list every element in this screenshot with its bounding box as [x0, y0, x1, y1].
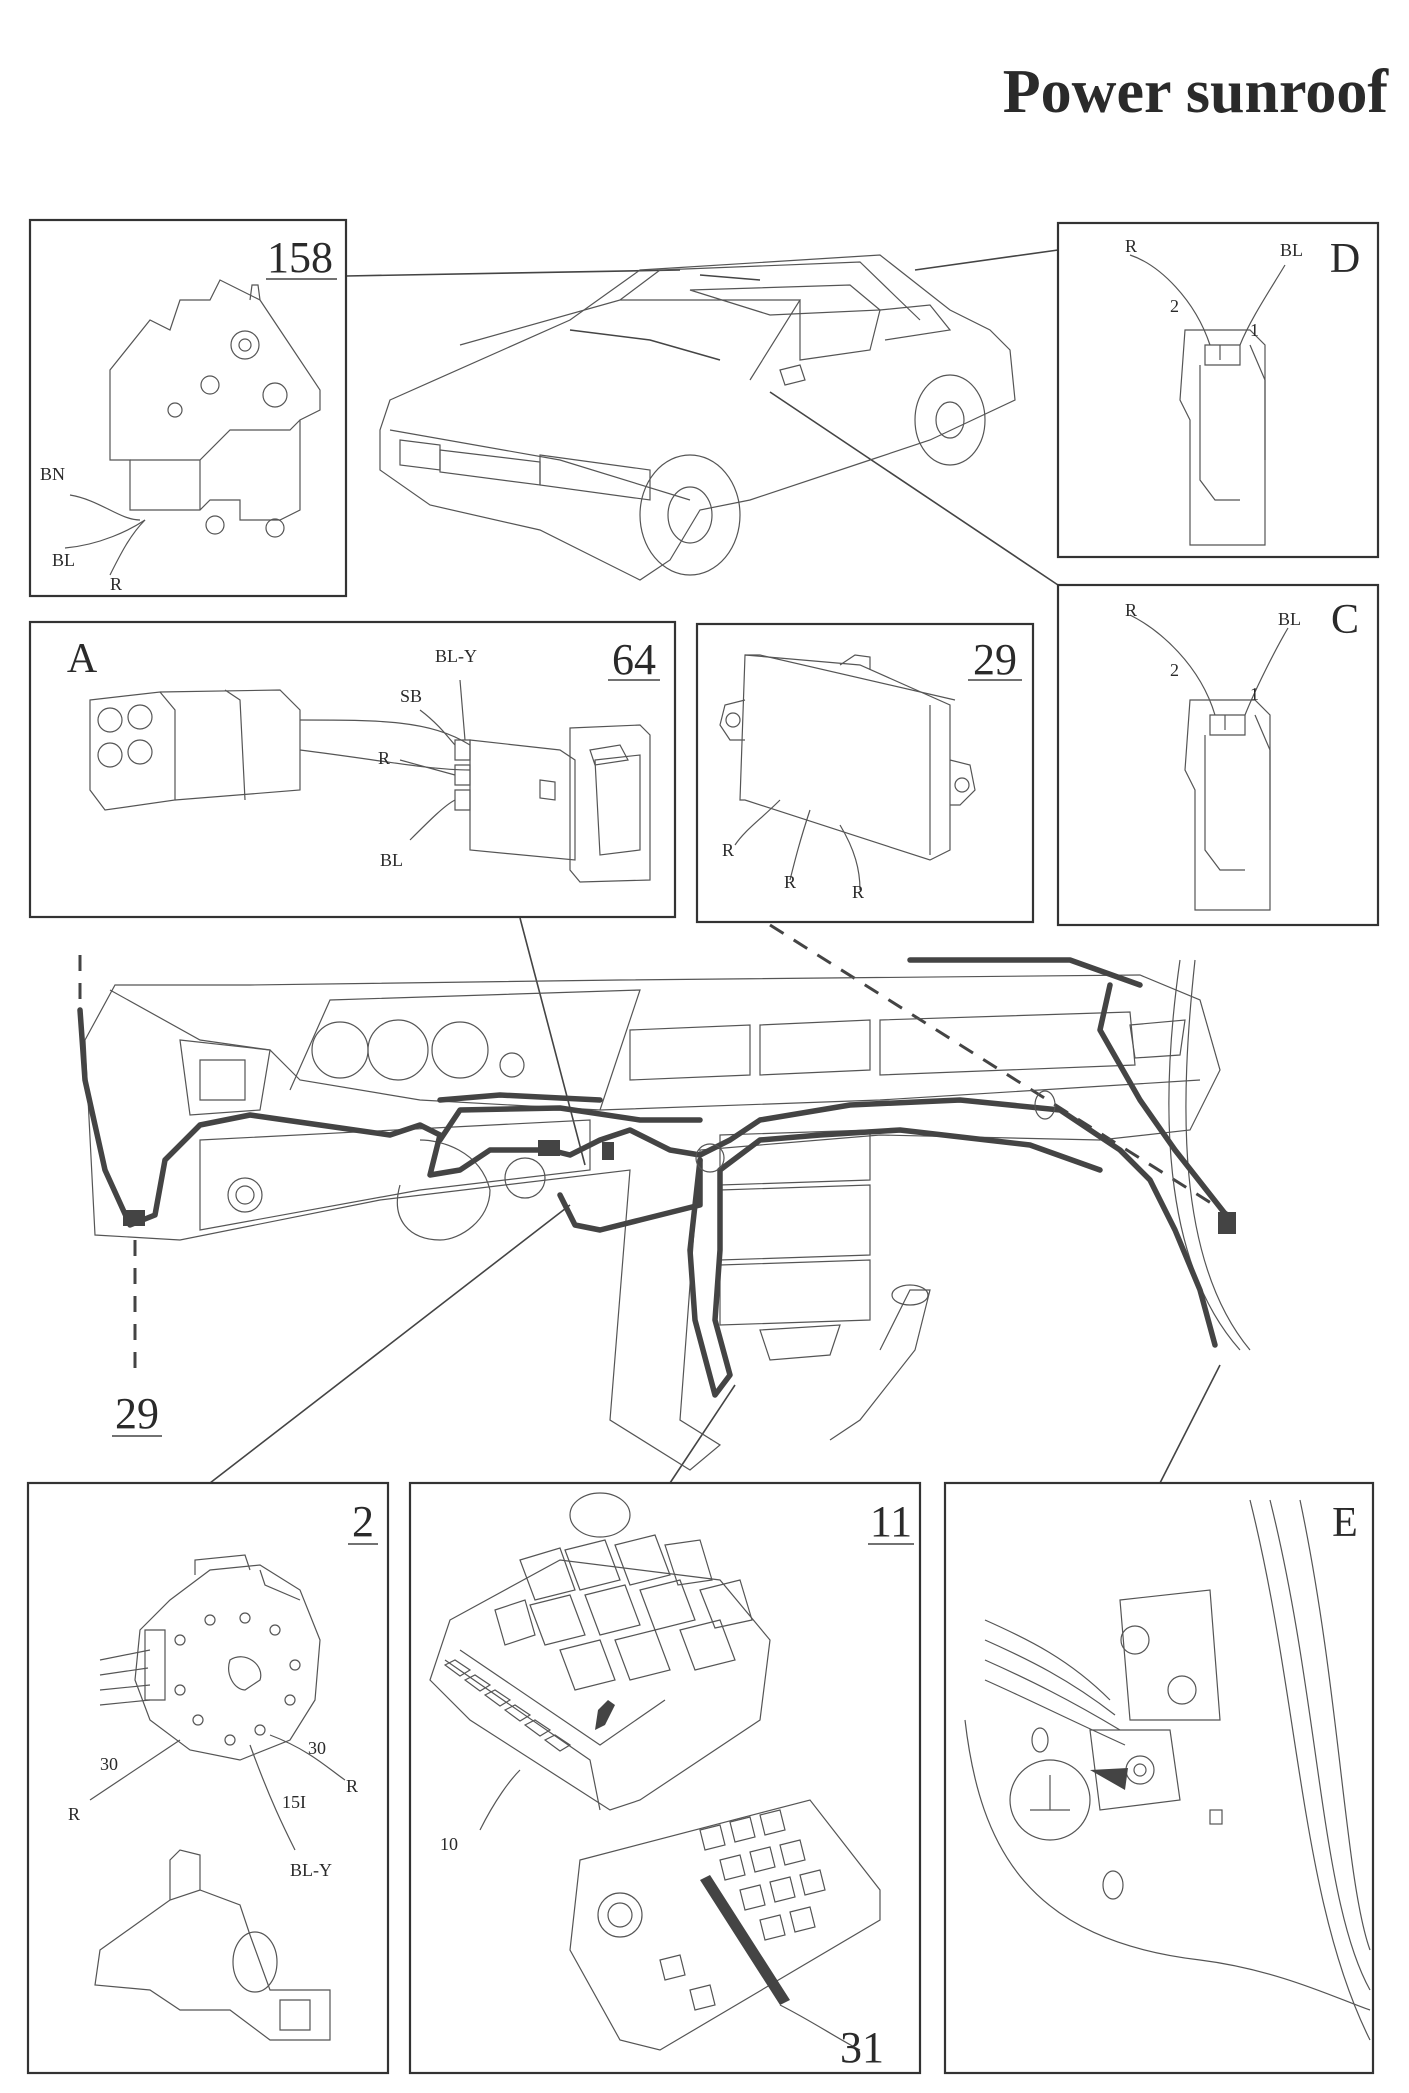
panel-c-label-r: R [1125, 600, 1137, 620]
panel-d-label-1: 1 [1250, 320, 1259, 340]
panel-29-label-r2: R [784, 872, 796, 892]
panel-29-control-unit: 29 R R R [695, 622, 1035, 924]
panel-2-label-15i: 15I [282, 1792, 306, 1812]
panel-d-label-2: 2 [1170, 296, 1179, 316]
panel-a-label-sb: SB [400, 686, 422, 706]
wiring-harness [77, 957, 1236, 1398]
panel-2-label-r-left: R [68, 1804, 80, 1824]
panel-2-label-bl-y: BL-Y [290, 1860, 332, 1880]
dashboard-illustration [84, 959, 1251, 1471]
panel-29-label-r3: R [852, 882, 864, 902]
page-title: Power sunroof [1003, 58, 1390, 126]
callout-lines [78, 249, 1231, 1484]
panel-158-label-r: R [110, 574, 122, 594]
panel-158-sunroof-motor: 158 BN BL R [28, 218, 348, 598]
panel-158-label-bn: BN [40, 464, 65, 484]
panel-158-number: 158 [267, 233, 333, 282]
panel-d-letter: D [1330, 236, 1360, 282]
car-illustration [379, 254, 1016, 581]
panel-c-label-bl: BL [1278, 609, 1301, 629]
panel-2-label-30-left: 30 [100, 1754, 118, 1774]
panel-2-label-30-right: 30 [308, 1738, 326, 1758]
panel-c-letter: C [1331, 597, 1359, 643]
panel-e-letter: E [1332, 1500, 1358, 1546]
panel-e-ground-point: E [943, 1481, 1375, 2075]
panel-2-number: 2 [352, 1497, 374, 1546]
panel-c-label-1: 1 [1250, 684, 1259, 704]
panel-11-fuse-relay-box: 11 10 [408, 1481, 922, 2075]
panel-d-label-bl: BL [1280, 240, 1303, 260]
panel-a-label-bl-y: BL-Y [435, 646, 477, 666]
panel-a-label-bl: BL [380, 850, 403, 870]
panel-d-connector: D R BL 2 1 [1056, 221, 1380, 559]
panel-a-letter: A [67, 636, 98, 682]
panel-2-ignition-switch: 2 30 30 R R 15I BL-Y [26, 1481, 390, 2075]
panel-c-connector: C R BL 2 1 [1056, 583, 1380, 927]
panel-c-label-2: 2 [1170, 660, 1179, 680]
panel-158-label-bl: BL [52, 550, 75, 570]
panel-29-number: 29 [973, 635, 1017, 684]
panel-a-64-sunroof-switch: A 64 BL-Y SB R BL [28, 620, 677, 919]
panel-11-label-31: 31 [840, 2023, 884, 2072]
dash-callout-29: 29 [115, 1389, 159, 1438]
panel-a-label-r: R [378, 748, 390, 768]
panel-64-number: 64 [612, 635, 656, 684]
panel-29-label-r1: R [722, 840, 734, 860]
fuse-row [443, 1659, 615, 1752]
panel-11-label-10: 10 [440, 1834, 458, 1854]
panel-11-number: 11 [870, 1497, 912, 1546]
panel-d-label-r: R [1125, 236, 1137, 256]
panel-2-label-r-right: R [346, 1776, 358, 1796]
